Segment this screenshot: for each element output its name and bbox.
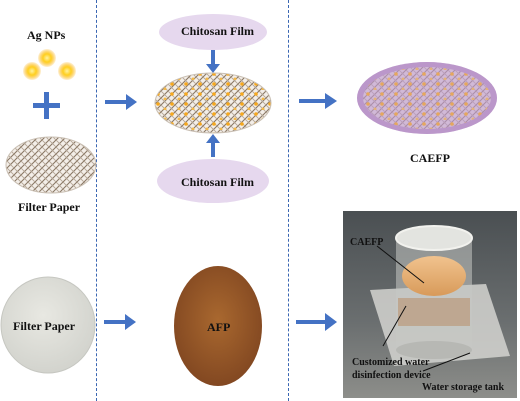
- filter-paper-top-label: Filter Paper: [18, 200, 81, 214]
- chitosan-film-bottom-label: Chitosan Film: [181, 175, 255, 189]
- ag-nps-label: Ag NPs: [27, 28, 66, 42]
- chitosan-film-top-shape: [159, 14, 267, 50]
- photo-caefp-label: CAEFP: [350, 237, 384, 248]
- device-photo: [343, 211, 517, 398]
- nanoparticle: [23, 62, 41, 80]
- arrow-icon: [296, 313, 337, 331]
- filter-paper-mesh-icon: [5, 136, 97, 194]
- arrow-icon: [104, 314, 136, 330]
- arrow-icon: [105, 94, 137, 110]
- plus-icon: [33, 92, 60, 119]
- arrow-down-icon: [206, 50, 220, 73]
- chitosan-film-top-label: Chitosan Film: [181, 24, 255, 38]
- photo-device-label-line2: disinfection device: [352, 370, 431, 381]
- nanoparticle-cluster: [23, 49, 76, 80]
- afp-disc: [174, 266, 262, 386]
- afp-label: AFP: [207, 320, 231, 334]
- chitosan-film-bottom-shape: [157, 159, 269, 203]
- nanoparticle: [38, 49, 56, 67]
- caefp-mesh-icon: [357, 62, 497, 134]
- caefp-label: CAEFP: [410, 151, 450, 165]
- filter-paper-disc: [0, 276, 96, 374]
- divider-left: [96, 0, 97, 401]
- arrow-icon: [299, 93, 337, 109]
- filter-paper-bottom-label: Filter Paper: [13, 319, 76, 333]
- photo-device-label-line1: Customized water: [352, 357, 430, 368]
- divider-right: [288, 0, 289, 401]
- photo-tank-label: Water storage tank: [422, 382, 505, 393]
- arrow-up-icon: [206, 134, 220, 157]
- nanoparticle: [58, 62, 76, 80]
- composite-mesh-icon: [154, 72, 272, 134]
